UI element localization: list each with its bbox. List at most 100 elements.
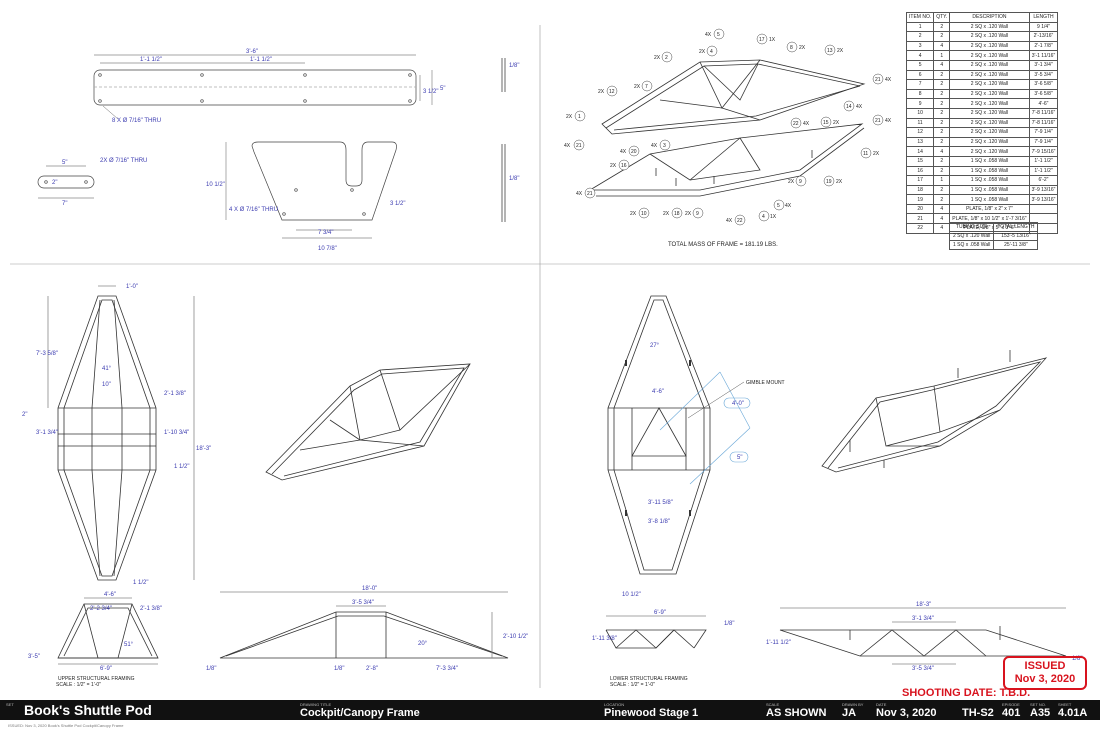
bom-cell: 2 <box>933 165 951 177</box>
dim-lower-angle: 27° <box>650 343 660 349</box>
bom-cell: 4 <box>905 50 935 61</box>
dim-us-total: 18'-0" <box>362 586 377 592</box>
dim-le-h: 1'-11 3/8" <box>592 636 617 642</box>
bom-cell: 7'-8 11/16" <box>1028 107 1059 119</box>
svg-text:21: 21 <box>875 118 881 124</box>
dim-upper-top: 1'-0" <box>126 284 138 290</box>
dim-plate-length: 3'-6" <box>246 49 258 55</box>
bom-cell: 2 SQ x .120 Wall <box>949 40 1030 52</box>
svg-text:2X: 2X <box>685 211 692 217</box>
tb-episode: EPISODE 401 <box>1002 702 1021 719</box>
dim-trap-b1: 7 3/4" <box>318 230 333 236</box>
dim-us-c: 7'-3 3/4" <box>436 666 458 672</box>
dim-plate-sub1: 1'-1 1/2" <box>140 57 162 63</box>
dim-le-a: 1/8" <box>724 621 734 627</box>
bom-cell: 10 <box>905 107 935 119</box>
tubing-cell: 153'-5 13/16" <box>993 231 1039 241</box>
bom-cell: 1 <box>905 21 935 33</box>
bom-cell: 2 <box>933 31 951 42</box>
bom-header-cell: ITEM NO. <box>905 12 935 23</box>
dim-plate-holes: 8 X Ø 7/16" THRU <box>112 118 161 124</box>
svg-text:4X: 4X <box>726 218 733 224</box>
svg-text:2X: 2X <box>873 151 880 157</box>
bom-cell: 2 <box>933 69 951 81</box>
bom-cell: 6'-2" <box>1028 175 1059 186</box>
svg-text:7: 7 <box>645 84 648 90</box>
bom-cell: 5 <box>905 59 935 71</box>
bom-cell: 4 <box>933 213 951 225</box>
title-block: SET Book's Shuttle Pod DRAWING TITLE Coc… <box>0 700 1100 720</box>
svg-text:2X: 2X <box>836 179 843 185</box>
bom-cell: 2 <box>933 194 951 205</box>
bom-cell: 16 <box>905 165 935 177</box>
plate-side-views <box>501 58 506 222</box>
tb-code: TH-S2 <box>962 707 994 719</box>
tb-scale: SCALE AS SHOWN <box>766 702 827 719</box>
bom-cell: 2 SQ x .120 Wall <box>949 31 1030 42</box>
bom-cell: 8 <box>905 88 935 100</box>
bom-cell <box>1028 203 1059 215</box>
dim-upper-d: 2" <box>22 412 27 418</box>
bom-cell: 1 SQ x .058 Wall <box>949 175 1030 186</box>
svg-text:2: 2 <box>665 55 668 61</box>
dim-us-a: 1/8" <box>334 666 344 672</box>
lower-framing-iso <box>821 350 1048 473</box>
bom-cell: 4 <box>933 146 951 157</box>
svg-text:2X: 2X <box>610 163 617 169</box>
exploded-frame-view <box>588 59 866 197</box>
bom-cell: 2 SQ x .120 Wall <box>949 107 1030 119</box>
dim-us-angle: 20° <box>418 641 428 647</box>
bom-cell: 4 <box>933 223 951 234</box>
balloon-callouts <box>573 28 884 226</box>
svg-text:2X: 2X <box>663 211 670 217</box>
bom-cell: 2 SQ x .120 Wall <box>949 88 1030 100</box>
bom-cell: 2'-1 7/8" <box>1028 40 1059 52</box>
dim-upper-width: 10" <box>102 382 111 388</box>
svg-text:4X: 4X <box>564 143 571 149</box>
bom-cell: 3'-5 3/4" <box>1028 69 1059 81</box>
trapezoid-plate-view <box>225 141 397 239</box>
tubing-cell: 2 SQ x .120 Wall <box>948 231 995 241</box>
dim-lower-a: 3'-11 5/8" <box>648 500 673 506</box>
bom-cell: 1 SQ x .058 Wall <box>949 194 1030 205</box>
bom-cell: 4 <box>933 40 951 52</box>
footer-note: ISSUED: Nov 3, 2020 Book's Shuttle Pod C… <box>8 723 124 728</box>
svg-text:1: 1 <box>578 114 581 120</box>
dim-small-sub: 5" <box>62 160 67 166</box>
svg-text:11: 11 <box>863 151 868 157</box>
svg-text:20: 20 <box>631 149 637 155</box>
issued-stamp: ISSUED Nov 3, 2020 <box>1003 656 1087 690</box>
svg-text:14: 14 <box>846 104 852 110</box>
dim-us-d: 1/8" <box>206 666 216 672</box>
svg-text:2X: 2X <box>699 49 706 55</box>
svg-text:2X: 2X <box>833 120 840 126</box>
svg-text:8: 8 <box>790 45 793 51</box>
bom-cell: 2 <box>933 127 951 138</box>
svg-text:2X: 2X <box>630 211 637 217</box>
dim-ue-h: 3'-5" <box>28 654 40 660</box>
svg-text:5: 5 <box>777 203 780 209</box>
bom-cell: 3'-6 5/8" <box>1028 79 1059 90</box>
drawing-canvas: 3'-6" 1'-1 1/2" 1'-1 1/2" 5" 3 1/2" 8 X … <box>10 25 1090 688</box>
svg-text:9: 9 <box>696 211 699 217</box>
bom-cell: 4 <box>933 59 951 71</box>
svg-text:3: 3 <box>663 143 666 149</box>
dim-upper-total: 18'-3" <box>196 446 211 452</box>
svg-text:15: 15 <box>823 120 829 126</box>
svg-text:2X: 2X <box>799 45 806 51</box>
bom-cell: 2 SQ x .120 Wall <box>949 98 1030 109</box>
svg-text:1X: 1X <box>769 37 776 43</box>
dim-ue-a: 2'-2 3/4" <box>90 606 112 612</box>
bom-cell: 1 <box>933 175 951 186</box>
dim-trap-b2: 10 7/8" <box>318 246 337 252</box>
